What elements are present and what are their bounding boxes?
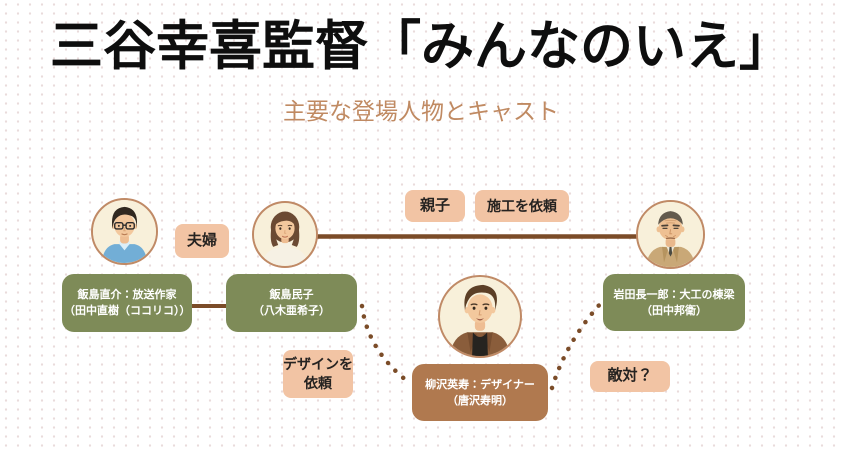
wife-cast: （八木亜希子） [253,305,330,317]
couple-label-text: 夫婦 [186,231,217,249]
dotted-designer-carpenter [549,300,604,391]
carpenter-role: 岩田長一郎：大工の棟梁 [613,288,735,301]
husband-cast: （田中直樹（ココリコ）） [64,305,191,317]
relation-label-design-request: デザインを 依頼 [283,350,353,398]
wife-portrait-icon [254,203,316,266]
design-request-label-line2: 依頼 [304,375,332,391]
carpenter-portrait-icon [638,202,703,267]
designer-cast: （唐沢寿明） [447,394,513,407]
carpenter-avatar [636,200,705,269]
page-title: 三谷幸喜監督「みんなのいえ」 [50,17,792,76]
wife-avatar [252,201,318,268]
designer-portrait-icon [440,277,520,356]
wife-box: 飯島民子 （八木亜希子） [226,274,357,332]
relation-label-parent-child: 親子 [405,190,465,222]
husband-portrait-icon [93,200,156,263]
parent-child-label-text: 親子 [419,196,450,214]
husband-role: 飯島直介：放送作家 [77,289,177,301]
page-subtitle: 主要な登場人物とキャスト [283,98,559,124]
rivalry-label-text: 敵対？ [607,367,653,385]
design-request-label-line1: デザインを [283,356,353,373]
designer-box: 柳沢英寿：デザイナー （唐沢寿明） [412,364,548,421]
wife-role: 飯島民子 [269,289,314,301]
carpenter-box: 岩田長一郎：大工の棟梁 （田中邦衛） [603,274,745,331]
designer-role: 柳沢英寿：デザイナー [425,378,535,391]
construction-request-label-text: 施工を依頼 [487,197,557,214]
husband-box: 飯島直介：放送作家 （田中直樹（ココリコ）） [62,274,192,332]
relation-label-couple: 夫婦 [175,224,229,258]
dotted-wife-designer [359,303,414,387]
carpenter-cast: （田中邦衛） [641,304,707,317]
relation-label-rivalry: 敵対？ [590,361,670,392]
designer-avatar [438,275,522,358]
husband-avatar [91,198,158,265]
relation-label-construction-request: 施工を依頼 [475,190,569,222]
